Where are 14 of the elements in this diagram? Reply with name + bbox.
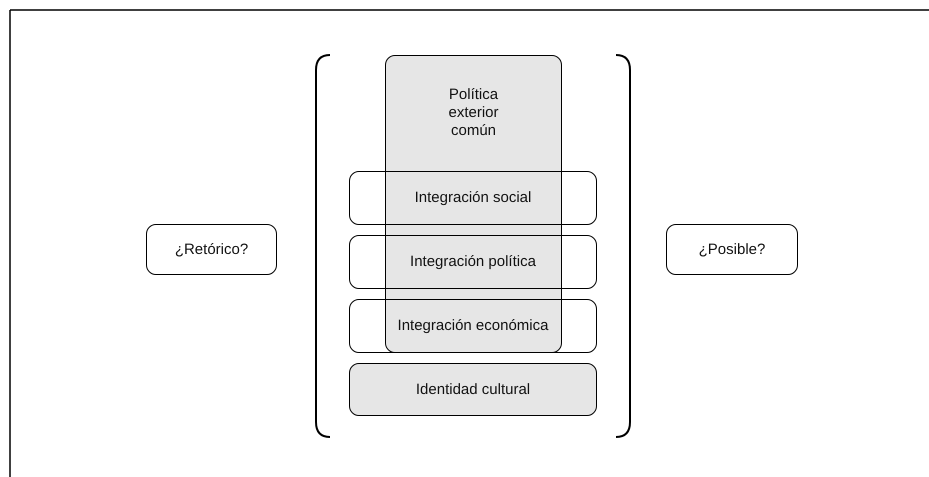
node-label: Integración política (410, 253, 536, 271)
node-label: Integración económica (398, 317, 548, 335)
rounded-box (385, 55, 562, 353)
node-label: ¿Retórico? (174, 240, 248, 258)
node-label: Identidad cultural (416, 380, 530, 398)
rounded-box (146, 224, 277, 275)
rounded-box (349, 363, 597, 416)
node-label: Integración social (414, 189, 532, 207)
rounded-box (666, 224, 798, 275)
rounded-box (349, 299, 597, 353)
node-label: ¿Posible? (698, 240, 766, 258)
rounded-box (349, 235, 597, 289)
node-label: Política exterior común (447, 86, 500, 140)
rounded-box (349, 171, 597, 225)
